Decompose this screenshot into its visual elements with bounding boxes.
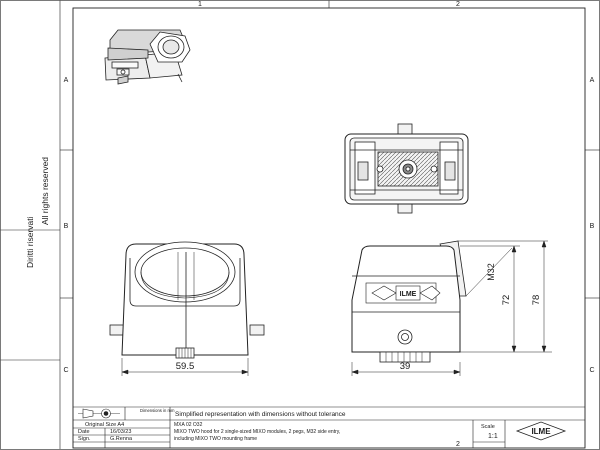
- diritti-riservati-text: Diritti riservati: [25, 216, 35, 268]
- row-label-c-right: C: [589, 367, 594, 374]
- thread-dimension-label: M32: [486, 263, 496, 281]
- date-value: 16/03/23: [110, 429, 131, 435]
- row-label-b-right: B: [590, 223, 595, 230]
- sheet-number: 2: [456, 441, 460, 448]
- rights-reserved-text: All rights reserved: [40, 157, 50, 225]
- side-width-dimension-label: 39: [400, 361, 411, 372]
- sign-value: G.Renna: [110, 436, 133, 442]
- row-label-c-left: C: [63, 367, 68, 374]
- part-code: MXA 02 O32: [174, 422, 203, 428]
- row-label-a-left: A: [64, 77, 69, 84]
- description-line-1: MIXO TWO hood for 2 single-sized MIXO mo…: [174, 429, 340, 435]
- projection-symbol-icon: [78, 408, 120, 419]
- column-label-1: 1: [198, 1, 202, 8]
- front-view: [109, 241, 265, 359]
- side-dimensions: [351, 240, 552, 376]
- row-label-b-left: B: [64, 223, 69, 230]
- sign-label: Sign.: [78, 436, 91, 442]
- isometric-view: [104, 29, 191, 85]
- column-label-2: 2: [456, 1, 460, 8]
- front-width-dimension-label: 59.5: [176, 361, 195, 372]
- date-label: Date: [78, 429, 90, 435]
- side-logo-text: ILME: [400, 291, 417, 298]
- front-width-dimension: [121, 358, 249, 376]
- height-72-dimension-label: 72: [501, 295, 512, 306]
- row-label-a-right: A: [590, 77, 595, 84]
- logo-text: ILME: [531, 427, 551, 436]
- scale-value: 1:1: [488, 433, 498, 440]
- side-view: [351, 240, 467, 363]
- description-main: Simplified representation with dimension…: [175, 411, 346, 418]
- original-size: Original Size A4: [85, 422, 124, 428]
- ilme-logo: ILME: [515, 421, 567, 441]
- side-view-logo: ILME: [400, 291, 417, 298]
- scale-label: Scale: [481, 424, 495, 430]
- height-78-dimension-label: 78: [531, 295, 542, 306]
- description-line-2: including MIXO TWO mounting frame: [174, 436, 257, 442]
- top-view: [344, 123, 469, 214]
- title-block: [73, 406, 585, 448]
- projection-label: Dimensions in mm: [140, 408, 175, 413]
